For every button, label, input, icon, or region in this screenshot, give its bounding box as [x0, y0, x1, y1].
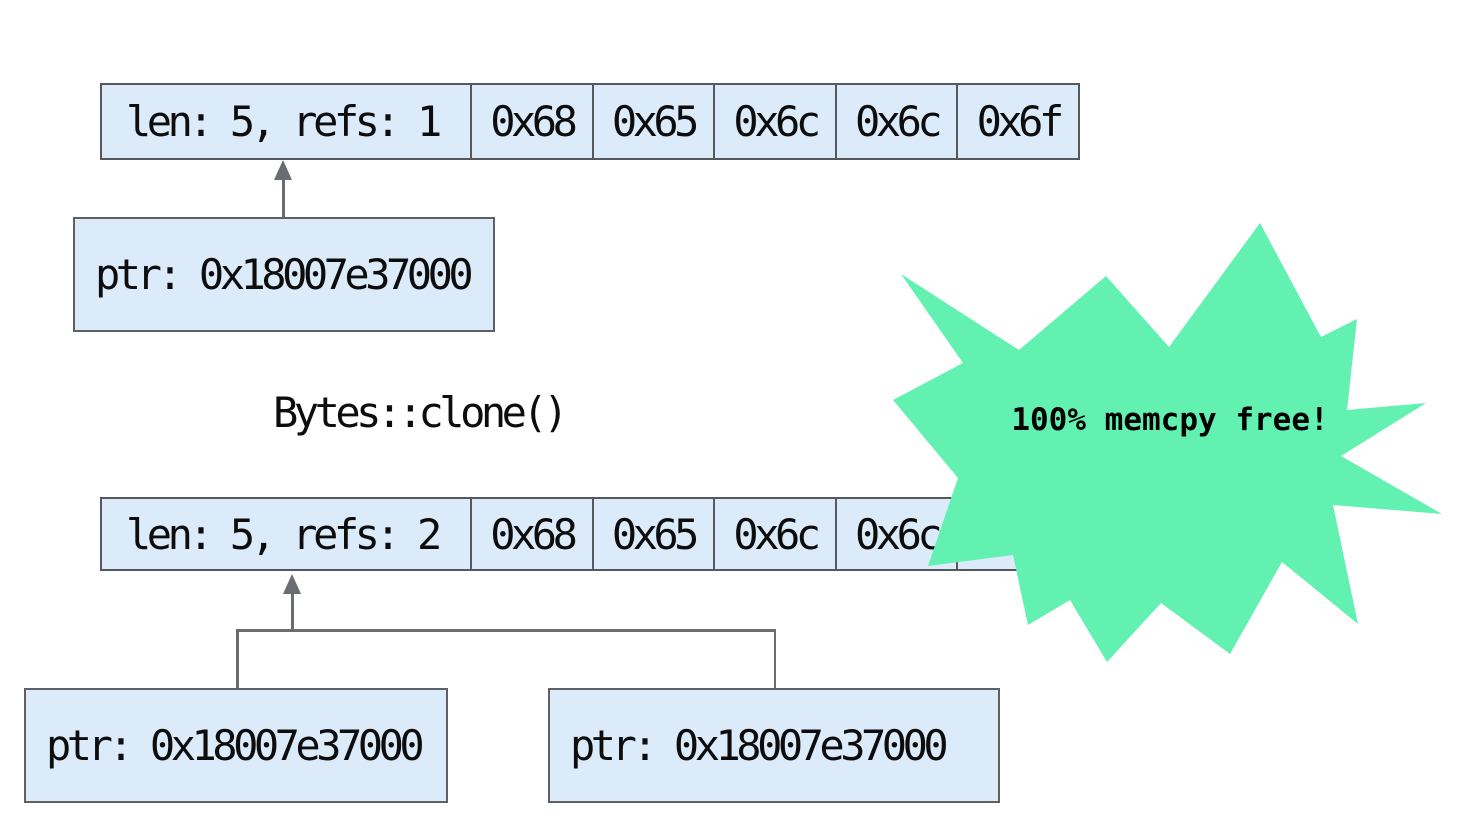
byte-cell: 0x6f: [956, 85, 1078, 158]
byte-cell: 0x6c: [713, 85, 835, 158]
byte-cell: 0x65: [591, 85, 714, 158]
byte-cell: 0x68: [470, 85, 592, 158]
ptr-box-after-right: ptr: 0x18007e37000: [548, 688, 1000, 803]
operation-label: Bytes::clone(): [273, 388, 569, 437]
memory-header-after: len: 5, refs: 2: [126, 509, 442, 559]
arrow-stem: [291, 592, 294, 631]
memory-row-before: len: 5, refs: 1 0x68 0x65 0x6c 0x6c 0x6f: [100, 83, 1080, 160]
starburst-shape: [893, 223, 1442, 662]
byte-cell: 0x6c: [834, 499, 957, 569]
byte-cell: 0x6c: [834, 85, 957, 158]
ptr-box-after-left: ptr: 0x18007e37000: [24, 688, 448, 803]
arrow-up-icon: [274, 160, 292, 180]
arrow-stem: [282, 178, 285, 218]
memory-header-before: len: 5, refs: 1: [126, 97, 442, 146]
starburst-label: 100% memcpy free!: [1011, 402, 1328, 438]
ptr-label: ptr: 0x18007e37000: [46, 721, 425, 770]
ptr-box-before: ptr: 0x18007e37000: [73, 217, 495, 332]
byte-cell: 0x68: [470, 499, 592, 569]
arrow-up-icon: [283, 574, 301, 594]
ptr-label: ptr: 0x18007e37000: [95, 250, 474, 299]
connector-left-drop: [236, 629, 239, 689]
connector-horizontal: [236, 629, 776, 632]
byte-cell: 0x6c: [713, 499, 835, 569]
starburst-badge: 100% memcpy free!: [893, 223, 1442, 662]
ptr-label: ptr: 0x18007e37000: [570, 721, 949, 770]
byte-cell: 0x65: [591, 499, 714, 569]
connector-right-drop: [773, 629, 776, 689]
